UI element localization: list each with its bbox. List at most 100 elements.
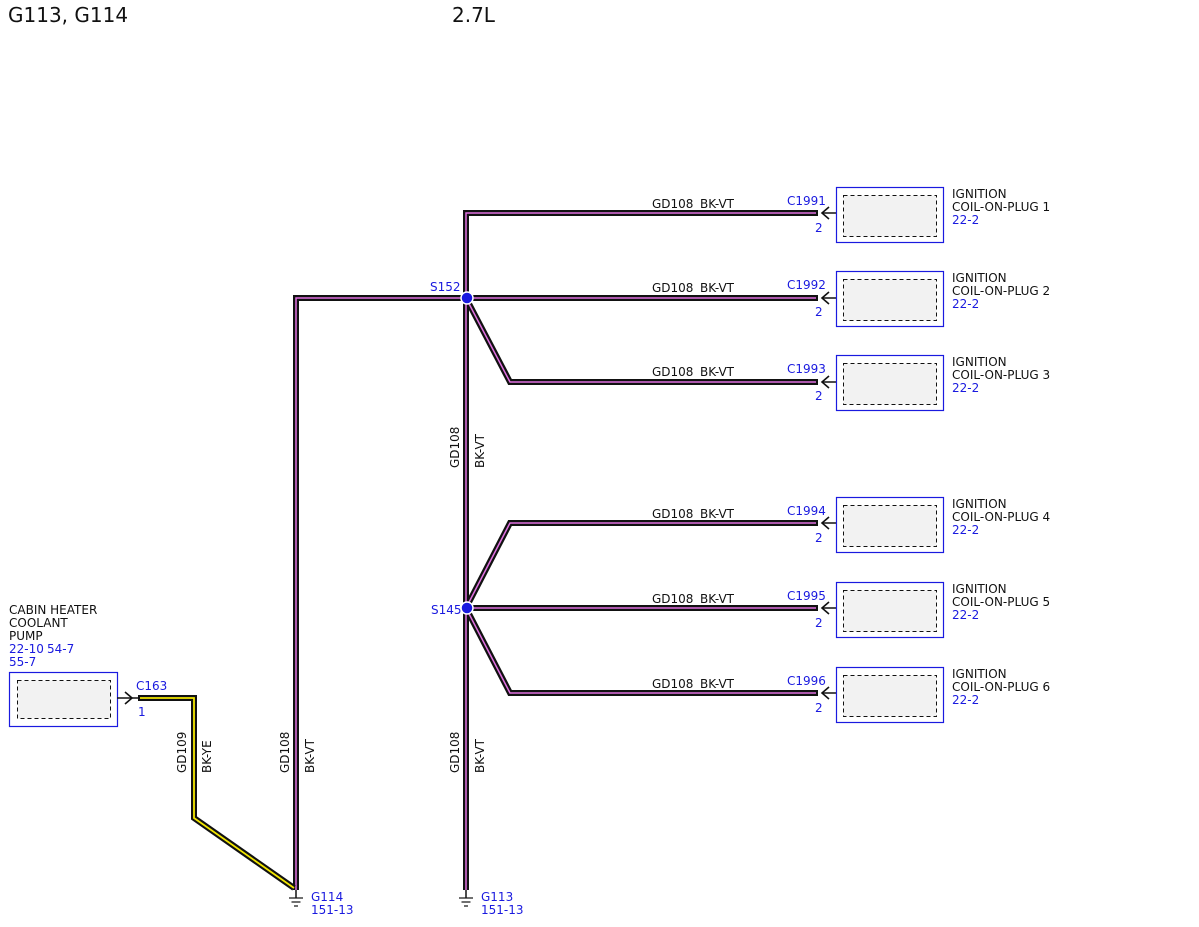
splice-label: S152 — [430, 280, 461, 294]
wire-label: GD108 — [652, 592, 693, 606]
component-ref: 54-7 — [47, 642, 74, 656]
component-ref: 22-2 — [952, 693, 979, 707]
ground-label: G113 — [481, 890, 513, 904]
component-name: CABIN HEATER — [9, 603, 97, 617]
wire-label: GD108 — [652, 281, 693, 295]
wire-coil-4[interactable] — [463, 520, 818, 610]
ground-label: G114 — [311, 890, 343, 904]
component-name: IGNITION — [952, 667, 1007, 681]
wire-label: GD108 — [652, 677, 693, 691]
wire-label: BK-VT — [473, 738, 487, 773]
component-inner — [843, 675, 937, 717]
component-name: COIL-ON-PLUG 5 — [952, 595, 1050, 609]
component-inner — [843, 590, 937, 632]
component-inner — [843, 195, 937, 237]
wire-label: GD108 — [652, 507, 693, 521]
coil-2[interactable]: C1992 2 IGNITION COIL-ON-PLUG 2 22-2 — [787, 270, 1050, 328]
ground-icon — [289, 897, 303, 907]
component-name: IGNITION — [952, 582, 1007, 596]
component-name: IGNITION — [952, 271, 1007, 285]
splice-s145[interactable]: S145 — [431, 601, 474, 617]
component-ref: 22-2 — [952, 523, 979, 537]
coil-6[interactable]: C1996 2 IGNITION COIL-ON-PLUG 6 22-2 — [787, 666, 1050, 724]
wire-label: GD108 — [448, 427, 462, 468]
splice-s152[interactable]: S152 — [430, 280, 474, 305]
component-name: COIL-ON-PLUG 6 — [952, 680, 1050, 694]
wire-coil-1[interactable] — [463, 210, 818, 890]
ground-icon — [459, 897, 473, 907]
component-ref: 22-2 — [952, 297, 979, 311]
component-ref: 22-10 — [9, 642, 44, 656]
component-ref: 22-2 — [952, 213, 979, 227]
connector-label: C1991 — [787, 194, 826, 208]
wire-stripe — [295, 297, 466, 890]
wire-label: BK-VT — [303, 738, 317, 773]
component-name: COIL-ON-PLUG 4 — [952, 510, 1050, 524]
component-inner — [843, 363, 937, 405]
cabin-heater-coolant-pump[interactable]: CABIN HEATER COOLANT PUMP 22-10 54-7 55-… — [8, 603, 167, 728]
wire-label: GD108 — [652, 365, 693, 379]
vertical-wire-labels: GD108 BK-VT GD108 BK-VT GD108 BK-VT GD10… — [175, 427, 487, 773]
wire-label: BK-YE — [200, 740, 214, 773]
wire-label: GD108 — [448, 732, 462, 773]
coil-wire-labels: GD108 BK-VT GD108 BK-VT GD108 BK-VT GD10… — [652, 197, 735, 691]
connector-label: C163 — [136, 679, 167, 693]
engine-label: 2.7L — [452, 3, 496, 27]
wire-stripe — [465, 297, 816, 383]
component-name: IGNITION — [952, 355, 1007, 369]
wire-label: GD109 — [175, 732, 189, 773]
wire-coil-3[interactable] — [463, 296, 818, 385]
connector-arrow-icon — [124, 691, 134, 705]
pin-label: 2 — [815, 389, 823, 403]
wire-group-gd108 — [293, 210, 818, 890]
pin-label: 2 — [815, 305, 823, 319]
pin-label: 2 — [815, 701, 823, 715]
wire-coil-6[interactable] — [463, 606, 818, 696]
coil-4[interactable]: C1994 2 IGNITION COIL-ON-PLUG 4 22-2 — [787, 496, 1050, 554]
component-ref: 22-2 — [952, 381, 979, 395]
component-name: IGNITION — [952, 187, 1007, 201]
connector-label: C1993 — [787, 362, 826, 376]
component-name: COIL-ON-PLUG 1 — [952, 200, 1050, 214]
pin-label: 2 — [815, 221, 823, 235]
coil-1[interactable]: C1991 2 IGNITION COIL-ON-PLUG 1 22-2 — [787, 186, 1050, 244]
component-name: IGNITION — [952, 497, 1007, 511]
component-inner — [843, 279, 937, 321]
component-name: COIL-ON-PLUG 2 — [952, 284, 1050, 298]
wire-label: BK-VT — [700, 365, 735, 379]
wire-label: GD108 — [652, 197, 693, 211]
component-inner — [17, 680, 111, 719]
wire-stripe — [465, 607, 816, 694]
coil-5[interactable]: C1995 2 IGNITION COIL-ON-PLUG 5 22-2 — [787, 581, 1050, 639]
component-ref: 22-2 — [952, 608, 979, 622]
wire-label: BK-VT — [700, 677, 735, 691]
connector-label: C1996 — [787, 674, 826, 688]
pin-label: 2 — [815, 531, 823, 545]
wire-label: GD108 — [278, 732, 292, 773]
wire-label: BK-VT — [473, 433, 487, 468]
connector-label: C1994 — [787, 504, 826, 518]
component-name: COIL-ON-PLUG 3 — [952, 368, 1050, 382]
coil-3[interactable]: C1993 2 IGNITION COIL-ON-PLUG 3 22-2 — [787, 354, 1050, 412]
ground-g113[interactable]: G113 151-13 — [459, 890, 524, 917]
wire-s152-g114[interactable] — [293, 295, 466, 890]
ground-g114[interactable]: G114 151-13 — [289, 890, 354, 917]
pin-label: 2 — [815, 616, 823, 630]
wire-stripe — [465, 212, 816, 890]
wire-label: BK-VT — [700, 507, 735, 521]
wire-label: BK-VT — [700, 592, 735, 606]
wire-label: BK-VT — [700, 281, 735, 295]
splice-dot — [460, 291, 474, 305]
wire-stripe — [465, 522, 816, 609]
pin-label: 1 — [138, 705, 146, 719]
wire-pump-g114[interactable] — [138, 695, 296, 891]
component-inner — [843, 505, 937, 547]
component-name: PUMP — [9, 629, 43, 643]
splice-label: S145 — [431, 603, 462, 617]
component-name: COOLANT — [9, 616, 68, 630]
wire-label: BK-VT — [700, 197, 735, 211]
ground-ref: 151-13 — [481, 903, 524, 917]
page-title: G113, G114 — [8, 3, 128, 27]
ground-ref: 151-13 — [311, 903, 354, 917]
